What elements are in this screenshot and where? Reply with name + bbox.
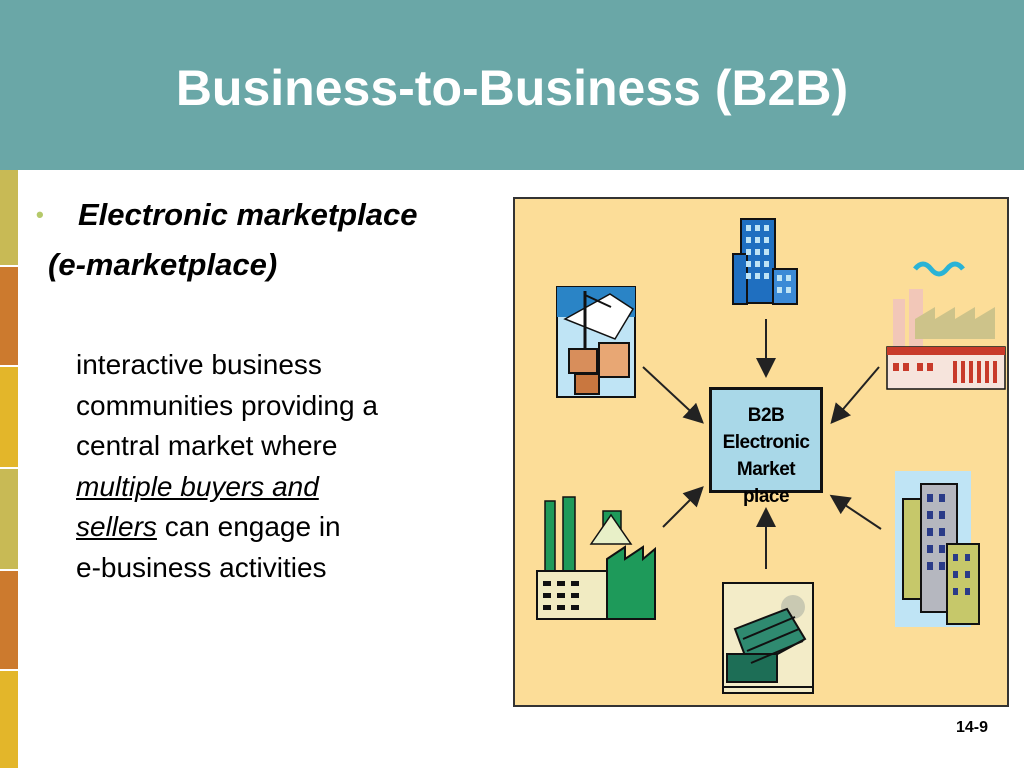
definition-line: communities providing a xyxy=(76,389,378,421)
definition-line: sellers can engage in xyxy=(76,511,341,542)
definition-text: interactive business communities providi… xyxy=(76,345,378,588)
bullet-heading: Electronic marketplace xyxy=(78,197,418,232)
factory-icon xyxy=(886,261,1006,390)
office-building-icon xyxy=(732,218,798,305)
power-plant-icon xyxy=(536,496,656,620)
definition-line: e-business activities xyxy=(76,551,327,583)
stripe xyxy=(0,570,18,670)
city-buildings-icon xyxy=(895,471,980,627)
emphasis-text: multiple buyers and xyxy=(76,470,319,502)
center-label-line: B2B xyxy=(747,405,785,426)
center-label-line: Market place xyxy=(736,459,796,507)
bullet-dot-icon: • xyxy=(36,202,44,227)
definition-line: multiple buyers and xyxy=(76,467,378,508)
slide-title: Business-to-Business (B2B) xyxy=(175,60,849,116)
emphasis-text: sellers xyxy=(76,511,157,542)
center-label-line: Electronic xyxy=(722,432,810,453)
definition-line: interactive business xyxy=(76,349,322,380)
title-bar: Business-to-Business (B2B) xyxy=(0,0,1024,170)
b2b-electronic-marketplace-box: B2B Electronic Market place xyxy=(709,387,823,507)
stripe xyxy=(0,266,18,366)
definition-line: central market where xyxy=(76,430,338,461)
shipping-port-icon xyxy=(556,286,636,398)
arrows xyxy=(642,319,882,569)
train-icon xyxy=(722,582,814,694)
side-stripes xyxy=(0,170,18,768)
stripe xyxy=(0,670,18,768)
stripe xyxy=(0,366,18,468)
bullet-heading-cont: (e-marketplace) xyxy=(48,247,278,282)
b2b-diagram: B2B Electronic Market place xyxy=(513,197,1009,707)
stripe xyxy=(0,170,18,266)
stripe xyxy=(0,468,18,570)
slide-number: 14-9 xyxy=(955,719,988,736)
diagram-artwork xyxy=(536,218,1006,694)
